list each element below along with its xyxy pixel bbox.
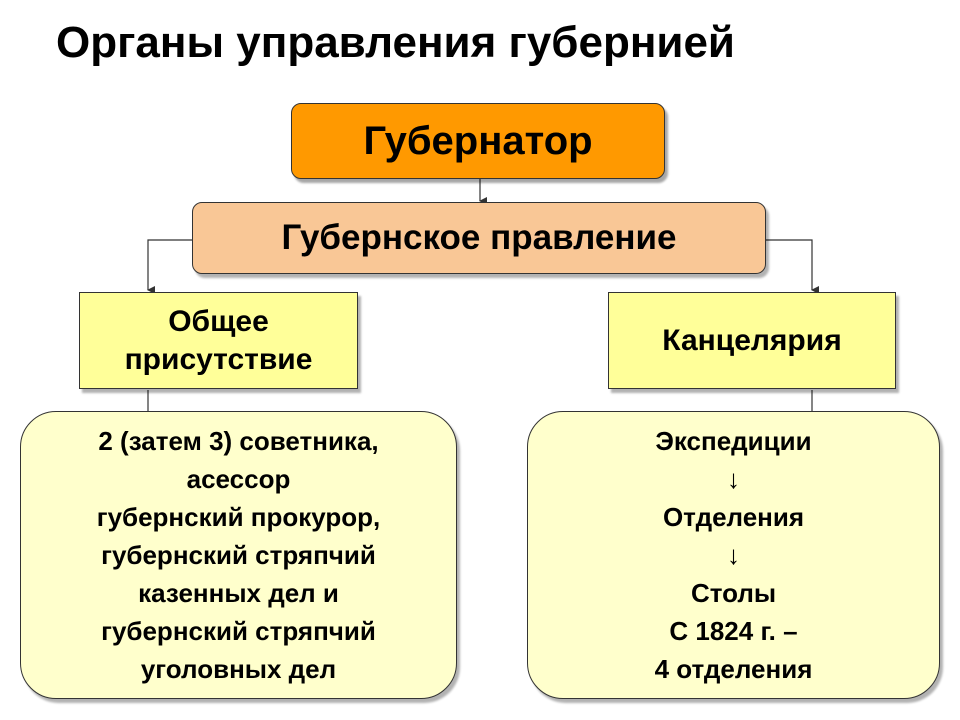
- arrow-board-to-chancery: [766, 239, 819, 294]
- chancery-level-expeditions: Экспедиции: [655, 426, 812, 456]
- members-line: казенных дел и: [138, 578, 339, 608]
- chancery-label: Канцелярия: [662, 323, 842, 357]
- members-line: губернский стряпчий: [101, 540, 376, 570]
- members-line: губернский стряпчий: [101, 616, 376, 646]
- general-presence-line: Общее: [168, 304, 269, 338]
- arrow-board-to-general-presence: [147, 239, 192, 294]
- chancery-note-line: С 1824 г. –: [669, 616, 798, 646]
- chancery-level-desks: Столы: [690, 578, 777, 608]
- governor-box: Губернатор: [291, 103, 665, 179]
- down-arrow-icon: ↓: [727, 464, 740, 494]
- general-presence-label: Общее присутствие: [125, 303, 313, 379]
- down-arrow-icon: ↓: [727, 540, 740, 570]
- chancery-note-line: 4 отделения: [654, 654, 813, 684]
- general-presence-line: присутствие: [124, 342, 313, 376]
- chancery-structure-panel: Экспедиции ↓ Отделения ↓ Столы С 1824 г.…: [527, 411, 940, 699]
- governor-label: Губернатор: [363, 118, 593, 163]
- members-line: уголовных дел: [140, 654, 337, 684]
- provincial-board-label: Губернское правление: [281, 218, 677, 257]
- general-presence-box: Общее присутствие: [79, 292, 358, 389]
- chancery-level-departments: Отделения: [662, 502, 805, 532]
- members-line: 2 (затем 3) советника,: [98, 426, 379, 456]
- chancery-box: Канцелярия: [608, 292, 896, 389]
- members-line: асессор: [186, 464, 291, 494]
- members-line: губернский прокурор,: [96, 502, 381, 532]
- page-title: Органы управления губернией: [56, 18, 735, 67]
- provincial-board-box: Губернское правление: [192, 202, 766, 274]
- general-presence-members-panel: 2 (затем 3) советника, асессор губернски…: [20, 411, 457, 699]
